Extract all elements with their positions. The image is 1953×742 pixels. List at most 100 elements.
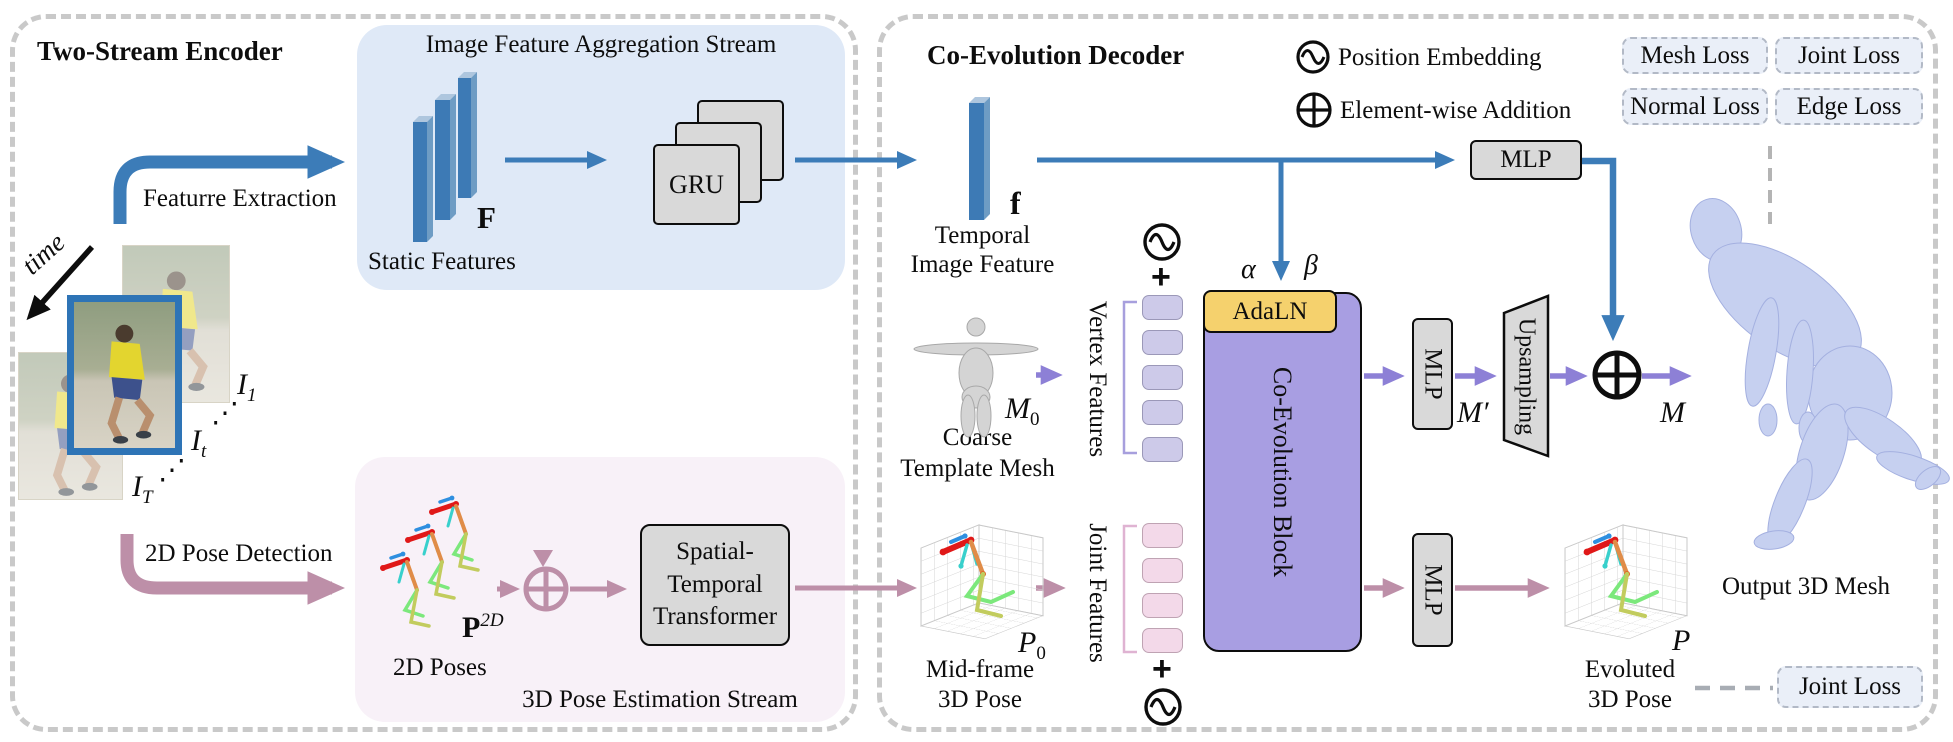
decoder-title: Co-Evolution Decoder — [927, 40, 1185, 70]
mlp-pose-box: MLP — [1412, 533, 1453, 647]
poses-symbol: P2D — [462, 610, 504, 645]
vertex-token — [1142, 400, 1183, 425]
evoluted-pose-plot — [1565, 525, 1687, 639]
template-mesh-symbol: M0 — [1005, 392, 1040, 431]
feature-extraction-label: Featurre Extraction — [143, 185, 337, 212]
temporal-feature-label-1: Temporal — [934, 222, 1031, 249]
pose-symbol-sub: 0 — [1036, 643, 1046, 664]
gru-label: GRU — [669, 169, 724, 199]
vertex-plus: + — [1151, 258, 1171, 296]
temporal-feature-symbol: f — [1010, 185, 1021, 221]
edge-loss-box: Edge Loss — [1775, 88, 1923, 125]
static-features-bars — [413, 72, 477, 242]
decoder-panel — [877, 14, 1938, 732]
runner-figure — [107, 324, 155, 444]
mesh-loss-label: Mesh Loss — [1640, 41, 1750, 69]
normal-loss-box: Normal Loss — [1622, 88, 1768, 125]
joint-features-bracket — [1122, 524, 1137, 654]
image-stream-title: Image Feature Aggregation Stream — [425, 31, 777, 58]
midframe-pose-label-1: Mid-frame — [925, 656, 1035, 683]
legend-position-embedding: Position Embedding — [1338, 44, 1542, 71]
output-mesh-figure — [1689, 198, 1950, 550]
static-features-symbol: F — [477, 200, 496, 235]
joint-loss-label: Joint Loss — [1797, 41, 1901, 69]
encoder-title: Two-Stream Encoder — [37, 36, 283, 66]
feature-extraction-arrow — [113, 145, 346, 224]
p-out-label: P — [1672, 624, 1691, 657]
frame-subscript: t — [201, 441, 207, 462]
frame-label-t: It — [191, 424, 206, 463]
frame-subscript: 1 — [247, 385, 257, 406]
joint-loss-bottom-box: Joint Loss — [1777, 666, 1923, 708]
co-evolution-block — [1203, 292, 1362, 652]
template-mesh-label-2: Template Mesh — [900, 455, 1055, 482]
position-embedding-icon — [1296, 40, 1330, 74]
mesh-symbol-base: M — [1005, 392, 1030, 425]
features-to-pose-add-arrowhead — [533, 550, 553, 567]
vertex-token — [1142, 295, 1183, 320]
transformer-line: Transformer — [652, 603, 778, 631]
vertex-token — [1142, 365, 1183, 390]
joint-loss-bottom-label: Joint Loss — [1798, 673, 1902, 700]
edge-loss-label: Edge Loss — [1796, 92, 1902, 120]
template-mesh-label-1: Coarse — [942, 424, 1013, 451]
poses-label: 2D Poses — [393, 654, 487, 681]
template-mesh-figure — [913, 317, 1039, 438]
mlp-mesh-box: MLP — [1412, 318, 1453, 430]
co-evolution-block-label: Co-Evolution Block — [1268, 366, 1297, 578]
pose-add-icon — [523, 566, 569, 612]
mesh-symbol-sub: 0 — [1030, 409, 1040, 430]
mlp-top-box: MLP — [1470, 140, 1582, 180]
joint-plus: + — [1152, 650, 1172, 688]
midframe-pose-label-2: 3D Pose — [937, 686, 1023, 713]
frame-dots-2: ⋰ — [158, 455, 186, 486]
midframe-pose-symbol: P0 — [1018, 626, 1046, 665]
video-frame-mid — [67, 295, 182, 455]
beta-label: β — [1304, 250, 1318, 281]
transformer-line: Spatial- — [676, 538, 754, 566]
joint-position-embedding-icon — [1144, 688, 1182, 726]
evoluted-pose-label-2: 3D Pose — [1587, 686, 1673, 713]
time-arrow — [26, 245, 95, 321]
mesh-loss-box: Mesh Loss — [1622, 37, 1768, 74]
pose-stream-title: 3D Pose Estimation Stream — [522, 686, 798, 713]
frame-symbol: I — [237, 368, 247, 401]
vertex-features-bracket — [1122, 300, 1137, 455]
encoder-panel — [10, 14, 858, 732]
joint-loss-box: Joint Loss — [1775, 37, 1923, 74]
midframe-pose-plot — [921, 525, 1043, 639]
mlp-to-add-arrow — [1582, 157, 1625, 342]
legend-element-wise-addition: Element-wise Addition — [1340, 97, 1572, 124]
joint-token — [1142, 628, 1183, 653]
vertex-token — [1142, 437, 1183, 462]
m-out-label: M — [1660, 396, 1685, 429]
upsampling-shape — [1502, 294, 1550, 458]
adaln-label: AdaLN — [1232, 297, 1308, 325]
pose-detection-arrow — [120, 534, 346, 605]
element-wise-addition-icon — [1296, 92, 1332, 128]
vertex-token — [1142, 330, 1183, 355]
adaln-box: AdaLN — [1203, 290, 1337, 333]
m-prime-label: M′ — [1457, 396, 1489, 429]
output-mesh-label: Output 3D Mesh — [1722, 573, 1891, 600]
joint-token — [1142, 523, 1183, 548]
joint-token — [1142, 593, 1183, 618]
mesh-add-icon — [1592, 350, 1642, 400]
mlp-top-label: MLP — [1500, 146, 1552, 173]
upsampling-label: Upsampling — [1513, 317, 1540, 436]
frame-label-1: I1 — [237, 368, 257, 407]
frame-symbol: I — [132, 470, 142, 503]
gru-box: GRU — [653, 144, 740, 225]
temporal-feature-label-2: Image Feature — [910, 251, 1055, 278]
frame-dots-1: ⋰ — [211, 398, 239, 429]
poses-superscript: 2D — [480, 610, 504, 631]
pose-detection-label: 2D Pose Detection — [145, 540, 333, 567]
joint-token — [1142, 558, 1183, 583]
transformer-box: Spatial- Temporal Transformer — [640, 524, 790, 646]
static-features-label: Static Features — [368, 248, 516, 275]
normal-loss-label: Normal Loss — [1630, 92, 1760, 120]
frame-label-T: IT — [132, 470, 153, 509]
vertex-position-embedding-icon — [1143, 223, 1181, 261]
